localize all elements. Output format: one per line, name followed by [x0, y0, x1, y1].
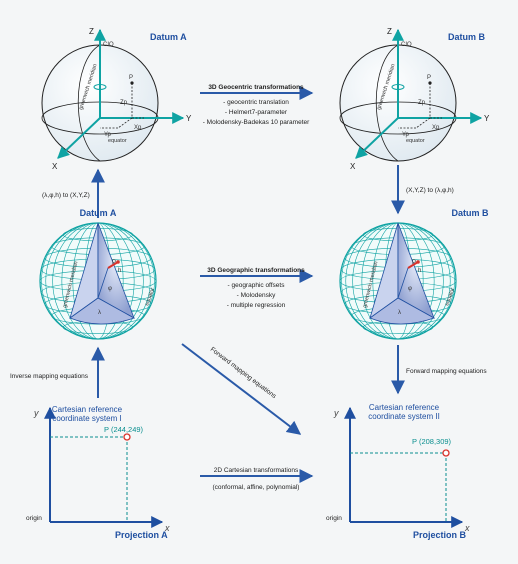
top-right-title: Datum B: [448, 32, 486, 42]
forward-right-label: Forward mapping equations: [406, 368, 487, 375]
geographic-item-1: - geographic offsets: [228, 282, 286, 289]
cart-left-origin: origin: [26, 515, 42, 522]
cartesian2d-title: 2D Cartesian transformations: [214, 467, 299, 474]
geographic-wedge-b: [369, 222, 435, 325]
mid-left-title: Datum A: [80, 208, 117, 218]
top-left-y-label: Y: [186, 114, 192, 123]
top-right-y-label: Y: [484, 114, 490, 123]
cart-right-projection: Projection B: [413, 530, 467, 540]
cart-right-y-label: y: [333, 408, 339, 418]
geocentric-item-1: - geocentric translation: [223, 99, 289, 106]
top-right-equator: equator: [406, 138, 425, 144]
right-down-label: (X,Y,Z) to (λ,φ,h): [406, 187, 454, 194]
cart-left-title-1: Cartesian reference: [52, 405, 123, 414]
inverse-mapping-label: Inverse mapping equations: [10, 373, 89, 380]
geocentric-title: 3D Geocentric transformations: [208, 84, 304, 91]
geocentric-sphere-b: [339, 28, 483, 162]
mid-left-lambda: λ: [98, 310, 101, 316]
cart-left-y-label: y: [33, 408, 39, 418]
mid-right-p: P: [412, 260, 416, 266]
cart-left-x-label: x: [164, 523, 170, 533]
cart-left-title-2: coordinate system I: [52, 414, 121, 423]
geographic-wedge-a: [69, 222, 135, 325]
geographic-item-2: - Molodensky: [237, 292, 276, 299]
cart-right-title-1: Cartesian reference: [369, 403, 440, 412]
top-left-z-label: Z: [89, 27, 94, 36]
mid-right-h: h: [418, 268, 421, 274]
top-left-cio: CIO: [103, 42, 114, 48]
top-left-xp: Xp: [134, 125, 142, 131]
mid-left-h: h: [118, 268, 121, 274]
left-up-label: (λ,φ,h) to (X,Y,Z): [42, 192, 90, 199]
mid-right-phi: φ: [408, 286, 412, 292]
top-right-xp: Xp: [432, 125, 440, 131]
top-left-p: P: [129, 75, 133, 81]
top-left-equator: equator: [108, 138, 127, 144]
cartesian2d-subtitle: (conformal, affine, polynomial): [213, 484, 300, 491]
mid-left-phi: φ: [108, 286, 112, 292]
cart-right-x-label: x: [464, 523, 470, 533]
top-left-yp: Yp: [104, 132, 112, 138]
top-left-x-label: X: [52, 162, 58, 171]
cart-left-point-label: P (244,249): [104, 425, 144, 434]
cart-left-point-marker: [123, 433, 131, 441]
top-right-p: P: [427, 75, 431, 81]
geographic-title: 3D Geographic transformations: [207, 267, 305, 274]
cart-right-point-label: P (208,309): [412, 437, 452, 446]
geocentric-sphere-a: [41, 28, 185, 162]
top-right-z-label: Z: [387, 27, 392, 36]
geocentric-item-3: - Molodensky-Badekas 10 parameter: [203, 119, 310, 126]
geographic-item-3: - multiple regression: [227, 302, 286, 309]
cart-left-projection: Projection A: [115, 530, 168, 540]
cart-right-point-marker: [442, 449, 450, 457]
cart-right-title-2: coordinate system II: [368, 412, 440, 421]
cart-right-origin: origin: [326, 515, 342, 522]
mid-right-lambda: λ: [398, 310, 401, 316]
mid-right-title: Datum B: [451, 208, 489, 218]
top-left-title: Datum A: [150, 32, 187, 42]
top-right-x-label: X: [350, 162, 356, 171]
forward-diagonal-arrow: [181, 343, 302, 435]
top-right-yp: Yp: [402, 132, 410, 138]
geocentric-item-2: - Helmert7-parameter: [225, 109, 288, 116]
mid-left-p: P: [112, 260, 116, 266]
top-left-zp: Zp: [120, 100, 128, 106]
top-right-cio: CIO: [401, 42, 412, 48]
top-right-zp: Zp: [418, 100, 426, 106]
